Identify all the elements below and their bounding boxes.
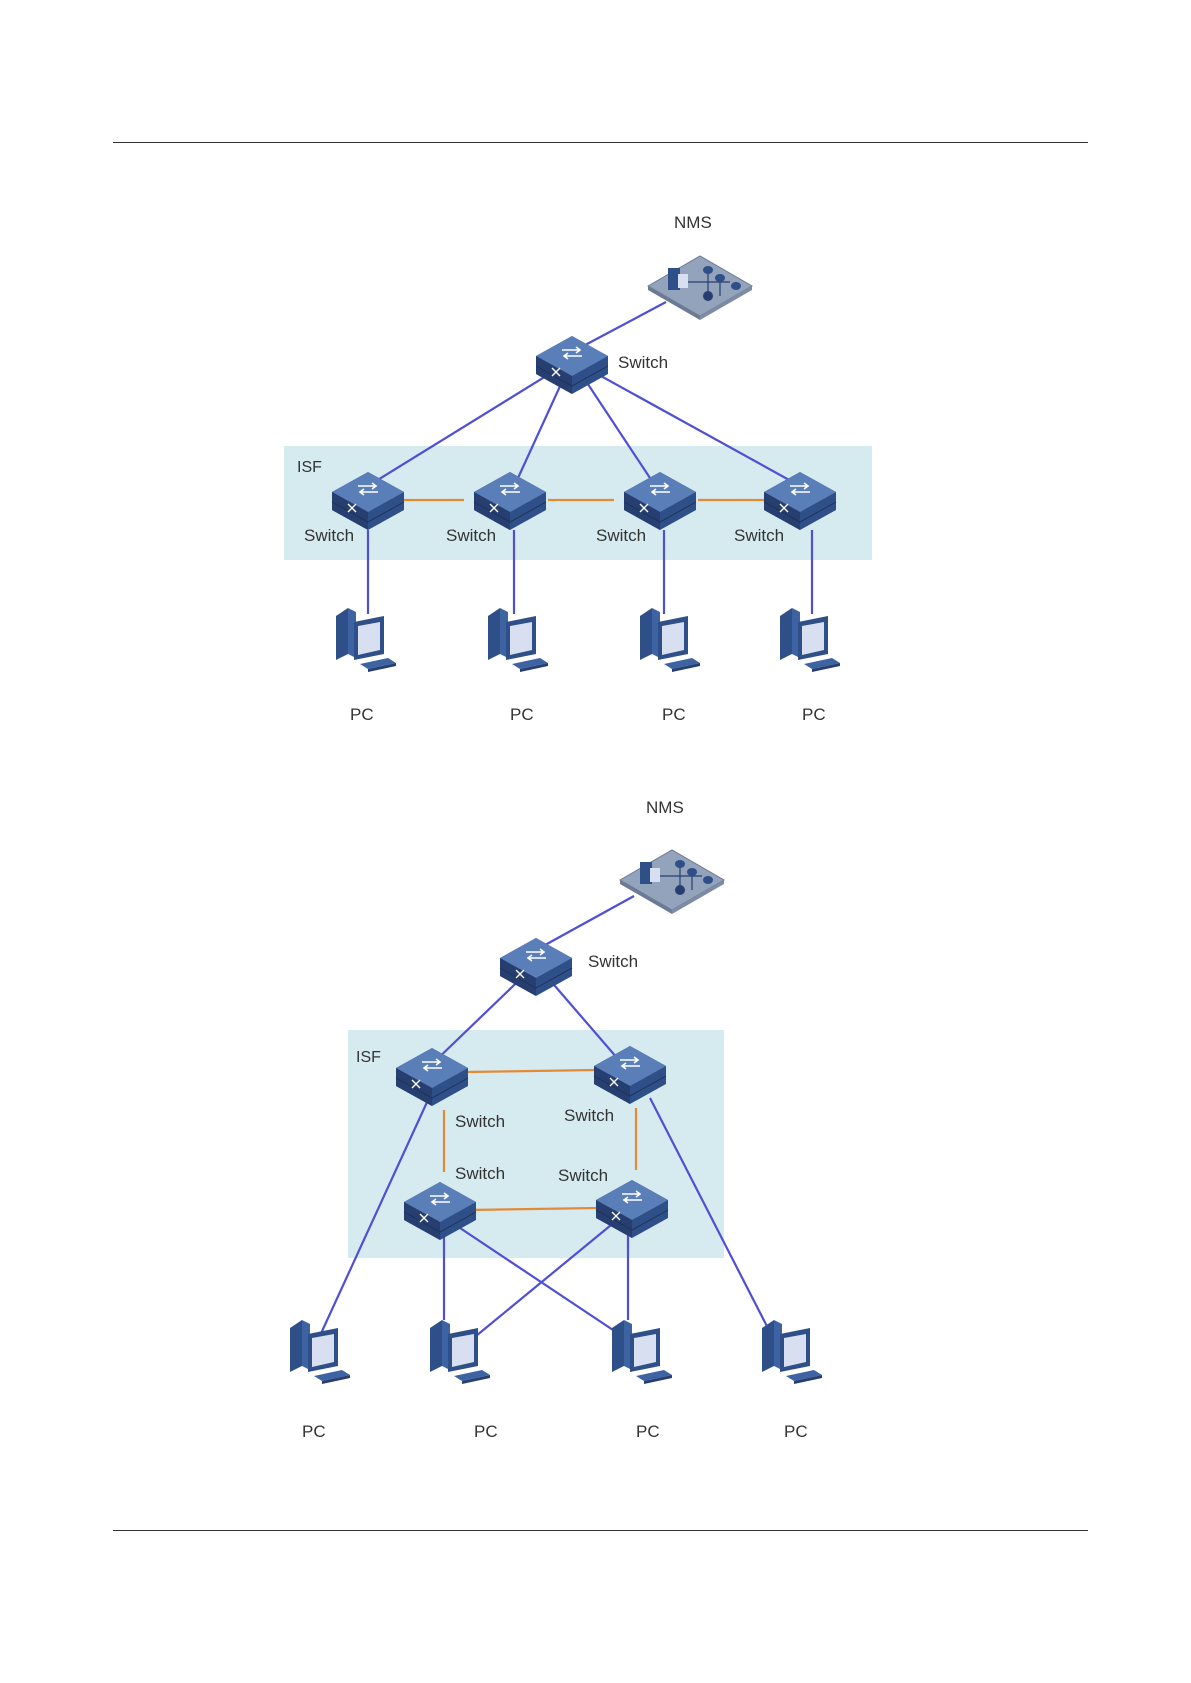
member-switch-label: Switch	[734, 526, 784, 545]
isf-label: ISF	[356, 1049, 381, 1066]
diagram-ring: ISF NMS Switch Switch Switch Switch Swit…	[290, 798, 822, 1441]
member-switch-label: Switch	[446, 526, 496, 545]
member-switch-label: Switch	[564, 1106, 614, 1125]
nms-uplink	[536, 896, 634, 950]
pc-label: PC	[784, 1422, 808, 1441]
pc-label: PC	[662, 705, 686, 724]
pc-icon	[762, 1320, 822, 1384]
pc-icon	[640, 608, 700, 672]
member-switch-label: Switch	[596, 526, 646, 545]
pc-label: PC	[802, 705, 826, 724]
pc-label: PC	[350, 705, 374, 724]
pc-icon	[336, 608, 396, 672]
pc-label: PC	[510, 705, 534, 724]
switch-icon	[536, 336, 608, 394]
core-switch-label: Switch	[588, 952, 638, 971]
member-switch-label: Switch	[558, 1166, 608, 1185]
nms-server-icon	[620, 850, 724, 914]
member-switch-label: Switch	[304, 526, 354, 545]
pc-icon	[612, 1320, 672, 1384]
member-switch-label: Switch	[455, 1164, 505, 1183]
nms-label: NMS	[674, 213, 712, 232]
pc-icon	[430, 1320, 490, 1384]
pc-icon	[488, 608, 548, 672]
core-switch-label: Switch	[618, 353, 668, 372]
pc-label: PC	[636, 1422, 660, 1441]
pc-icon	[290, 1320, 350, 1384]
member-switch-label: Switch	[455, 1112, 505, 1131]
pc-label: PC	[474, 1422, 498, 1441]
isf-label: ISF	[297, 459, 322, 476]
nms-server-icon	[648, 256, 752, 320]
pc-label: PC	[302, 1422, 326, 1441]
nms-label: NMS	[646, 798, 684, 817]
diagram-chain: ISF NMS Switch Switch Switch Switch Swit…	[284, 213, 872, 724]
pc-icon	[780, 608, 840, 672]
